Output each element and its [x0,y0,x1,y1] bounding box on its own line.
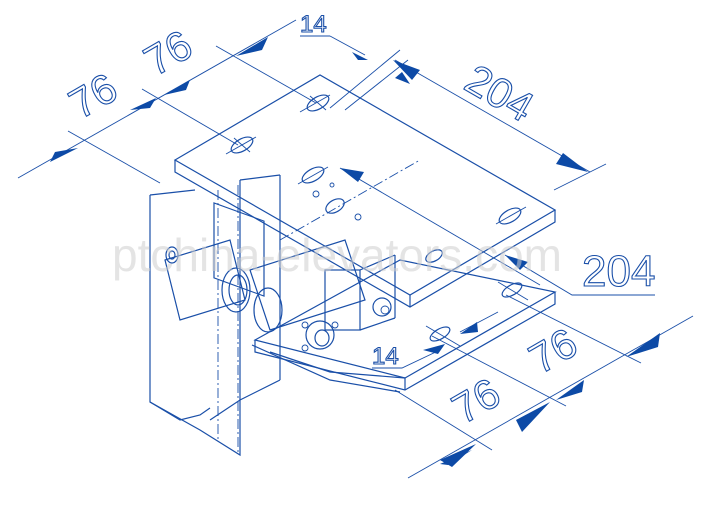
dim-14-top: 14 [300,11,327,38]
slot-hole-icon [497,281,529,301]
slot-hole-icon [299,94,331,113]
nut-icon [301,320,339,352]
mounting-bracket [149,174,281,457]
dim-204-top: 204 [458,55,542,131]
top-plate [173,74,557,308]
dim-76-bottom-a: 76 [444,369,508,433]
nut-icon [372,297,392,317]
dim-76-top-a: 76 [61,64,125,128]
switch-mechanism [164,202,396,352]
dim-204-bottom: 204 [582,247,655,296]
dimension-lines-top [17,19,607,286]
slot-hole-icon [225,136,257,155]
dim-76-top-b: 76 [136,21,200,85]
nut-icon [165,246,179,264]
slot-hole-icon [425,325,461,347]
slot-hole-icon [495,206,527,225]
bottom-plate [251,249,557,393]
dim-76-bottom-b: 76 [521,319,585,383]
dimension-lines-bottom [372,254,694,479]
center-hole-icon [312,182,362,221]
slot-hole-icon [297,166,329,185]
roller-icon [221,267,283,333]
dim-14-bottom: 14 [372,343,399,370]
slot-hole-icon [425,249,443,263]
